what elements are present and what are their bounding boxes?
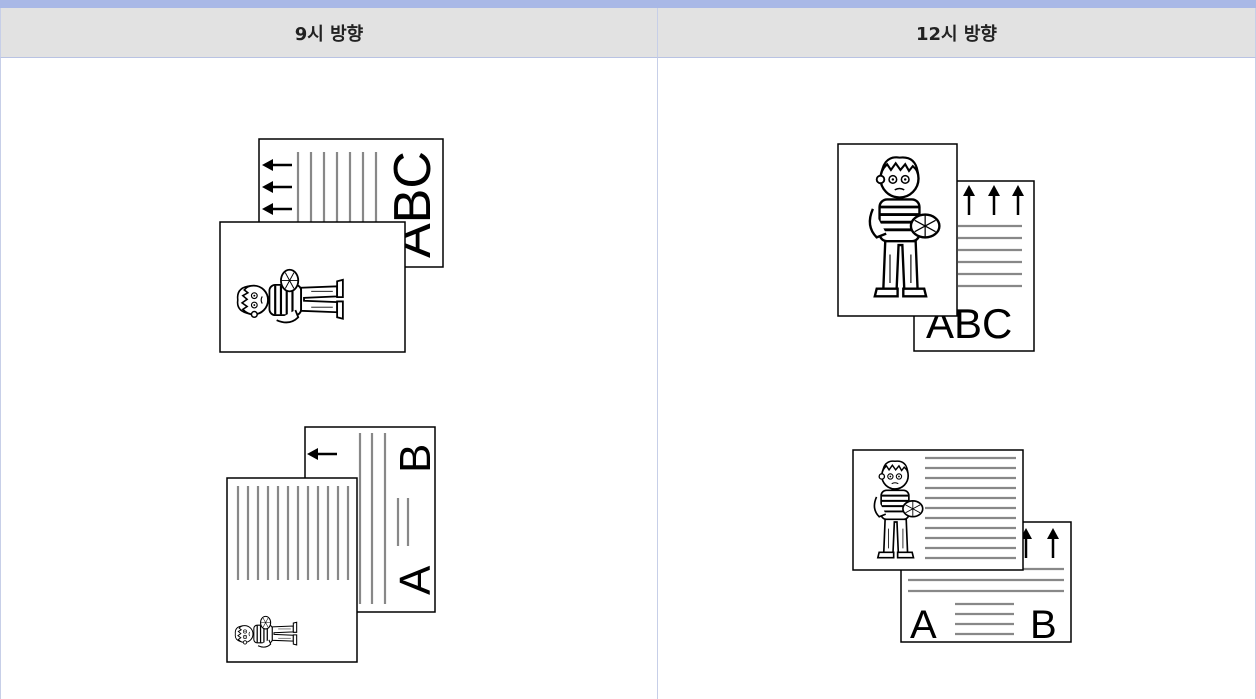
column-divider (657, 58, 658, 699)
text-lines (958, 224, 1022, 288)
diagram-9oclock-bottom: B A (226, 426, 440, 663)
orientation-table: 9시 방향 12시 방향 (0, 8, 1256, 699)
column-header-9-oclock: 9시 방향 (0, 8, 657, 58)
text-lines (358, 433, 410, 604)
diagram-12oclock-bottom: A B (852, 449, 1072, 647)
top-accent-bar (0, 0, 1256, 8)
diagram-9oclock-top: ABC (219, 138, 444, 353)
column-header-12-oclock: 12시 방향 (657, 8, 1256, 58)
diagram-12oclock-top: ABC (837, 143, 1035, 352)
letter-b: B (1030, 603, 1057, 647)
letter-a: A (910, 603, 937, 647)
table-border-left (0, 58, 1, 699)
letter-b: B (391, 444, 440, 473)
letter-a: A (391, 565, 440, 595)
text-lines (236, 486, 350, 580)
text-lines (925, 456, 1016, 560)
